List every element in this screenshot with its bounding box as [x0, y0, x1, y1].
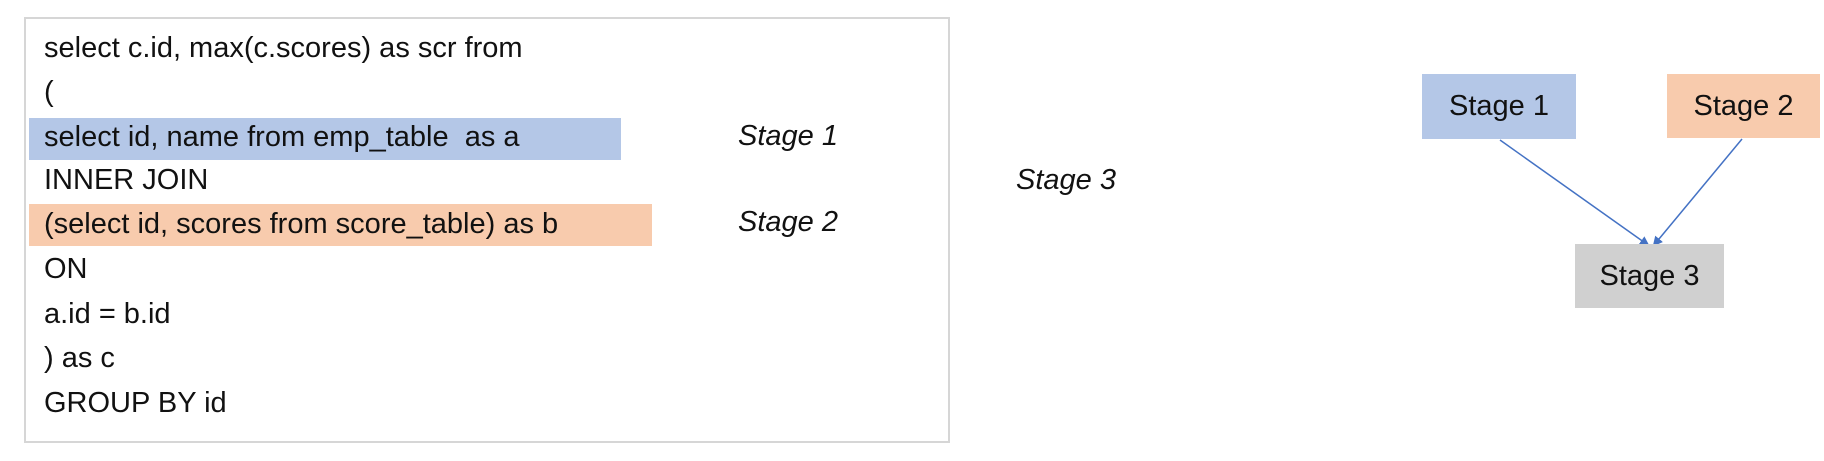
dag-node-stage2: Stage 2	[1667, 74, 1820, 138]
sql-line-inner-join: INNER JOIN	[44, 164, 209, 196]
stage3-annotation: Stage 3	[1016, 164, 1116, 196]
sql-line-open-paren: (	[44, 76, 54, 108]
stage2-annotation: Stage 2	[738, 206, 838, 238]
dag-node-stage1: Stage 1	[1422, 74, 1576, 139]
sql-line-close-paren: ) as c	[44, 342, 115, 374]
stage2-highlight	[29, 204, 652, 246]
stage1-annotation: Stage 1	[738, 120, 838, 152]
sql-line-join-condition: a.id = b.id	[44, 298, 171, 330]
sql-line-on: ON	[44, 253, 88, 285]
sql-line-score-subquery: (select id, scores from score_table) as …	[44, 208, 559, 240]
dag-node-stage3: Stage 3	[1575, 244, 1724, 308]
sql-line-emp-subquery: select id, name from emp_table as a	[44, 121, 520, 153]
edge-stage2-to-stage3	[1652, 138, 1743, 247]
sql-line-group-by: GROUP BY id	[44, 387, 227, 419]
edge-stage1-to-stage3	[1499, 139, 1650, 247]
sql-line-select: select c.id, max(c.scores) as scr from	[44, 32, 523, 64]
stage1-highlight	[29, 118, 621, 160]
